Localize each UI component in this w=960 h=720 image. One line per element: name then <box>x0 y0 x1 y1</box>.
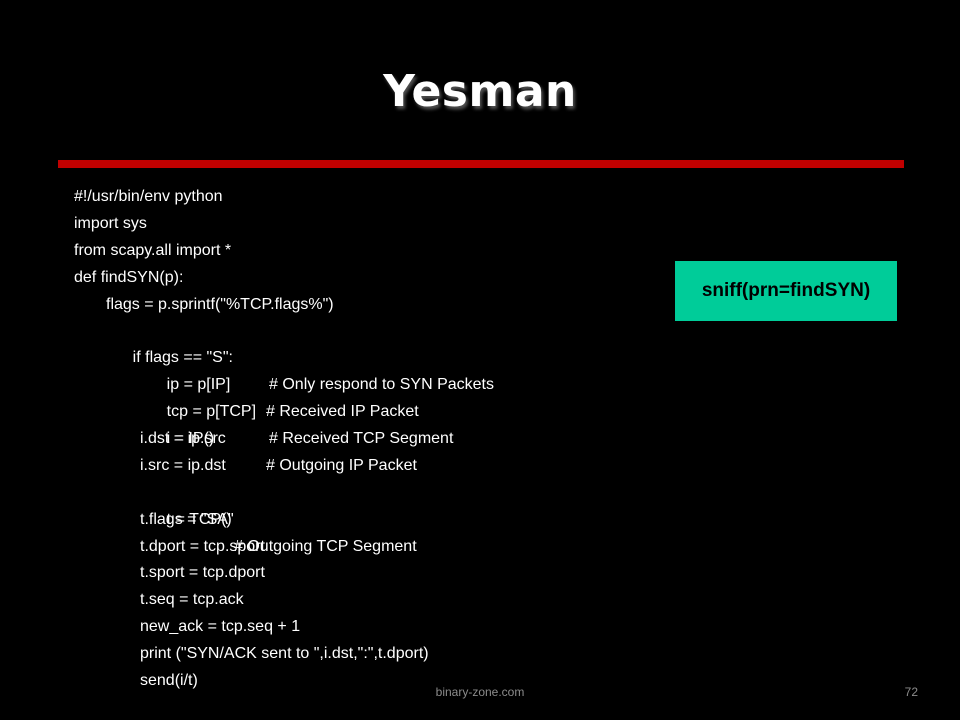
code-if-comment: # Only respond to SYN Packets <box>269 376 494 394</box>
code-line-shebang: #!/usr/bin/env python <box>74 188 223 205</box>
code-t-statement: t = TCP() <box>166 510 232 528</box>
code-if-statement: if flags == "S": <box>132 349 233 367</box>
code-line-isrc: i.src = ip.dst <box>140 456 226 474</box>
code-ip-statement: ip = p[IP] <box>166 376 231 394</box>
code-line-print: print ("SYN/ACK sent to ",i.dst,":",t.dp… <box>140 645 429 663</box>
code-line-tsport: t.sport = tcp.dport <box>140 564 265 582</box>
code-i-comment: # Outgoing IP Packet <box>266 456 417 474</box>
code-i-statement: i = IP() <box>166 430 215 448</box>
code-t-comment: # Outgoing TCP Segment <box>234 537 417 555</box>
code-line-ip: ip = p[IP] # Received IP Packet <box>74 345 634 420</box>
code-block: #!/usr/bin/env python import sys from sc… <box>74 184 634 695</box>
code-line-send: send(i/t) <box>140 672 198 690</box>
code-tcp-comment: # Received TCP Segment <box>269 430 454 448</box>
code-ip-comment: # Received IP Packet <box>266 403 419 421</box>
code-tcp-statement: tcp = p[TCP] <box>166 403 257 421</box>
code-line-def: def findSYN(p): <box>74 268 184 286</box>
footer-site: binary-zone.com <box>435 685 525 699</box>
sniff-callout-box: sniff(prn=findSYN) <box>675 261 897 321</box>
code-line-tseq: t.seq = tcp.ack <box>140 591 244 609</box>
code-line-tflags: t.flags = "SA" <box>140 510 234 528</box>
sniff-callout-text: sniff(prn=findSYN) <box>701 280 871 301</box>
code-line-newack: new_ack = tcp.seq + 1 <box>140 618 301 636</box>
code-line-if: if flags == "S": # Only respond to SYN P… <box>74 318 634 393</box>
code-line-flags: flags = p.sprintf("%TCP.flags%") <box>106 295 334 313</box>
code-line-idst: i.dst = ip.src <box>140 430 226 448</box>
footer-page-number: 72 <box>904 685 918 699</box>
code-line-tcp: tcp = p[TCP] # Received TCP Segment <box>74 372 634 447</box>
code-line-i: i = IP() # Outgoing IP Packet <box>74 399 634 474</box>
code-line-import-scapy: from scapy.all import * <box>74 241 232 259</box>
code-line-import-sys: import sys <box>74 214 147 232</box>
title-underline <box>58 160 904 168</box>
code-line-tdport: t.dport = tcp.sport <box>140 537 265 555</box>
code-line-t: t = TCP() # Outgoing TCP Segment <box>74 480 634 555</box>
slide-title: Yesman <box>383 66 577 117</box>
